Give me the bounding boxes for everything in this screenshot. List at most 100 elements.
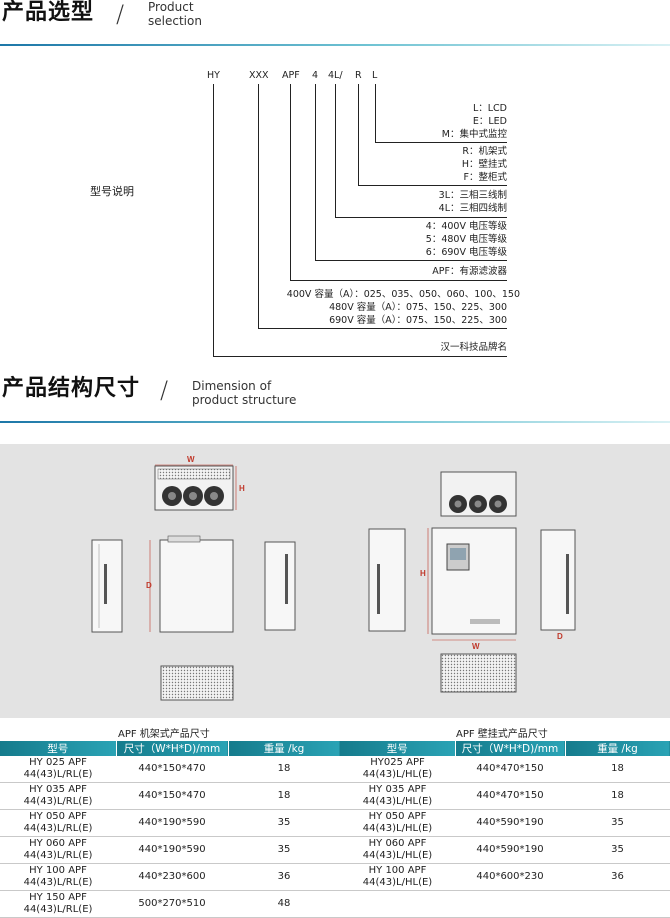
wall-right-side-view — [540, 529, 576, 631]
label-lcd: L：LCD — [472, 103, 507, 114]
section-title-dimension: 产品结构尺寸 — [2, 376, 141, 401]
size-cell: 440*600*230 — [455, 863, 565, 891]
section-title-selection: 产品选型 — [2, 0, 95, 25]
code-hy: HY — [207, 70, 220, 81]
label-brand: 汉一科技品牌名 — [440, 342, 507, 353]
label-led: E：LED — [472, 116, 507, 127]
label-monitor: M：集中式监控 — [441, 129, 507, 140]
rack-table-header: 型号 尺寸（W*H*D)/mm 重量 /kg — [0, 741, 341, 756]
label-rack: R：机架式 — [462, 146, 507, 157]
dim-w-right: W — [472, 642, 480, 651]
label-cap-400: 400V 容量（A）：025、035、050、060、100、150 — [286, 289, 520, 300]
dim-h-right: H — [420, 569, 426, 578]
label-cabinet: F：整柜式 — [463, 172, 507, 183]
wall-bottom-view — [440, 653, 517, 693]
code-voltage: 4 — [312, 70, 319, 81]
connector-apf — [290, 84, 291, 280]
weight-cell-empty — [565, 890, 670, 918]
section-subtitle-selection: Product selection — [148, 0, 202, 28]
connector-install — [358, 84, 359, 185]
hline-wiring — [335, 217, 507, 218]
label-690v: 6：690V 电压等级 — [425, 247, 507, 258]
hline-brand — [213, 356, 507, 357]
label-400v: 4：400V 电压等级 — [425, 221, 507, 232]
size-cell: 440*590*190 — [455, 836, 565, 864]
label-apf: APF：有源滤波器 — [432, 266, 507, 277]
header-weight: 重量 /kg — [228, 741, 341, 756]
label-480v: 5：480V 电压等级 — [425, 234, 507, 245]
wall-table-caption: APF 壁挂式产品尺寸 — [456, 729, 548, 740]
dim-d-right: D — [557, 632, 563, 641]
hline-type — [290, 280, 507, 281]
code-install: R — [355, 70, 362, 81]
size-cell: 440*150*470 — [116, 756, 228, 783]
connector-hy — [213, 84, 214, 356]
size-cell: 440*190*590 — [116, 809, 228, 837]
wall-top-view — [440, 471, 517, 517]
dimension-drawings — [91, 464, 576, 701]
size-cell-empty — [455, 890, 565, 918]
rack-right-side-view — [264, 541, 296, 631]
size-cell: 440*230*600 — [116, 863, 228, 891]
size-cell: 440*590*190 — [455, 809, 565, 837]
header-model: 型号 — [0, 741, 117, 756]
header-weight: 重量 /kg — [565, 741, 670, 756]
weight-cell: 18 — [565, 782, 670, 810]
section-subtitle-dimension: Dimension of product structure — [192, 379, 297, 407]
code-display: L — [372, 70, 378, 81]
weight-cell: 18 — [228, 782, 340, 810]
size-cell: 440*470*150 — [455, 756, 565, 783]
code-apf: APF — [282, 70, 300, 81]
rack-table-caption: APF 机架式产品尺寸 — [118, 729, 210, 740]
code-xxx: XXX — [249, 70, 269, 81]
weight-cell: 36 — [228, 863, 340, 891]
weight-cell: 35 — [228, 809, 340, 837]
label-4l: 4L：三相四线制 — [438, 203, 507, 214]
size-cell: 440*470*150 — [455, 782, 565, 810]
code-wiring: 4L/ — [328, 70, 343, 81]
title-slash-2: / — [160, 376, 169, 404]
weight-cell: 18 — [565, 756, 670, 783]
header-size: 尺寸（W*H*D)/mm — [116, 741, 229, 756]
label-wall: H：壁挂式 — [461, 159, 507, 170]
hline-install — [358, 185, 507, 186]
connector-xxx — [258, 84, 259, 328]
section-divider — [0, 44, 670, 46]
size-cell: 440*150*470 — [116, 782, 228, 810]
dim-h-left: H — [239, 484, 245, 493]
section-divider-2 — [0, 421, 670, 423]
drawing-panel: W H D H W D — [0, 444, 670, 718]
weight-cell: 48 — [228, 890, 340, 918]
size-cell: 440*190*590 — [116, 836, 228, 864]
dim-w-left: W — [187, 455, 195, 464]
wall-left-side-view — [368, 528, 406, 632]
header-size: 尺寸（W*H*D)/mm — [455, 741, 566, 756]
rack-front-view — [154, 464, 237, 511]
rack-bottom-view — [160, 665, 234, 701]
table-row — [340, 890, 670, 918]
size-cell: 500*270*510 — [116, 890, 228, 918]
dim-d-left: D — [146, 581, 152, 590]
title-slash: / — [116, 0, 125, 28]
rack-left-side-view — [91, 539, 123, 633]
hline-capacity — [258, 328, 507, 329]
model-explanation-label: 型号说明 — [90, 185, 134, 198]
hline-display — [375, 142, 507, 143]
header-model: 型号 — [340, 741, 456, 756]
